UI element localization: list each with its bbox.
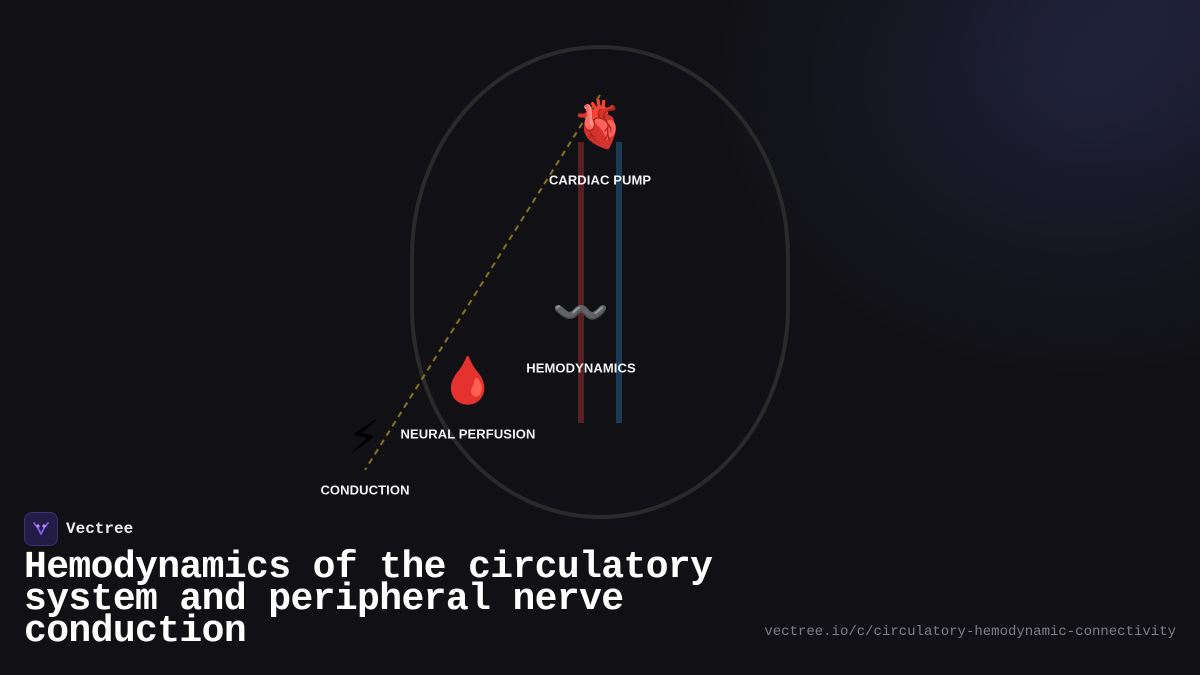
conduction-connector bbox=[364, 94, 601, 471]
brand[interactable]: Vectree bbox=[24, 512, 133, 546]
node-label-cardiac-pump: CARDIAC PUMP bbox=[548, 172, 652, 188]
anatomical-heart-icon: 🫀 bbox=[571, 97, 629, 151]
lightning-bolt-icon: ⚡ bbox=[347, 410, 381, 464]
wavy-dash-icon: 〰️ bbox=[552, 285, 610, 339]
brand-name: Vectree bbox=[66, 520, 134, 538]
node-label-neural-perfusion: NEURAL PERFUSION bbox=[400, 426, 536, 442]
body-outline bbox=[410, 45, 790, 519]
page-title: Hemodynamics of the circulatory system a… bbox=[24, 546, 713, 653]
vectree-logo-icon bbox=[24, 512, 58, 546]
source-url[interactable]: vectree.io/c/circulatory-hemodynamic-con… bbox=[764, 624, 1176, 640]
node-label-hemodynamics: HEMODYNAMICS bbox=[526, 360, 636, 376]
node-label-conduction: CONDUCTION bbox=[320, 482, 410, 498]
blood-drop-icon: 🩸 bbox=[439, 353, 497, 407]
